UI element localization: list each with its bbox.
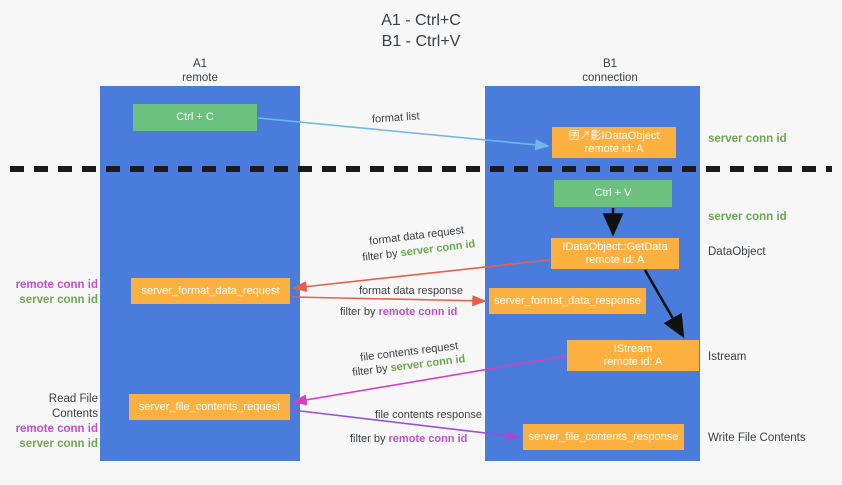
annotation-server-conn-id-lower: server conn id: [19, 438, 98, 450]
annotation-remote-conn-id-upper: remote conn id: [15, 279, 98, 291]
label-filter-by-remote-conn-id-format: filter by remote conn id: [340, 305, 457, 320]
label-format-data-response: format data response: [359, 285, 463, 297]
column-header-a1: A1 remote: [182, 58, 218, 84]
annotation-remote-conn-id-lower: remote conn id: [15, 423, 98, 435]
box-server-file-contents-response[interactable]: server_file_contents_response: [523, 424, 684, 450]
column-header-b1: B1 connection: [582, 58, 638, 84]
annotation-server-conn-id-top: server conn id: [708, 133, 787, 145]
box-istream[interactable]: IStream remote id: A: [567, 340, 699, 371]
annotation-conn-ids-upper: remote conn id server conn id: [8, 278, 98, 308]
filter-prefix-text: filter by: [340, 306, 379, 318]
box-server-format-data-request[interactable]: server_format_data_request: [131, 278, 290, 304]
annotation-dataobject: DataObject: [708, 246, 766, 258]
label-format-list: format list: [371, 110, 421, 126]
box-server-format-data-response[interactable]: server_format_data_response: [489, 288, 646, 314]
filter-prefix-text: filter by: [351, 362, 392, 379]
box-ctrl-v[interactable]: Ctrl + V: [554, 180, 672, 207]
label-file-contents-response: file contents response: [375, 409, 483, 421]
annotation-conn-ids-lower: Read File Contents remote conn id server…: [8, 392, 98, 452]
annotation-server-conn-id-upper: server conn id: [19, 294, 98, 306]
box-idataobject[interactable]: 囝↗影IDataObject remote id: A: [552, 127, 676, 158]
filter-prefix-text: filter by: [361, 247, 402, 264]
annotation-read-file-contents: Read File Contents: [48, 393, 98, 420]
dashed-divider: [10, 166, 832, 172]
annotation-write-file-contents: Write File Contents: [708, 432, 806, 444]
page-title: A1 - Ctrl+C B1 - Ctrl+V: [381, 12, 461, 50]
annotation-server-conn-id-mid: server conn id: [708, 211, 787, 223]
filter-prefix-text: filter by: [350, 433, 389, 445]
filter-remote-conn-id: remote conn id: [378, 306, 458, 318]
box-ctrl-c[interactable]: Ctrl + C: [133, 104, 257, 131]
annotation-istream: Istream: [708, 351, 747, 363]
filter-remote-conn-id: remote conn id: [388, 433, 468, 445]
box-server-file-contents-request[interactable]: server_file_contents_request: [129, 394, 290, 420]
box-idataobject-getdata[interactable]: IDataObject::GetData remote id: A: [551, 238, 679, 269]
label-filter-by-remote-conn-id-file: filter by remote conn id: [350, 432, 467, 447]
